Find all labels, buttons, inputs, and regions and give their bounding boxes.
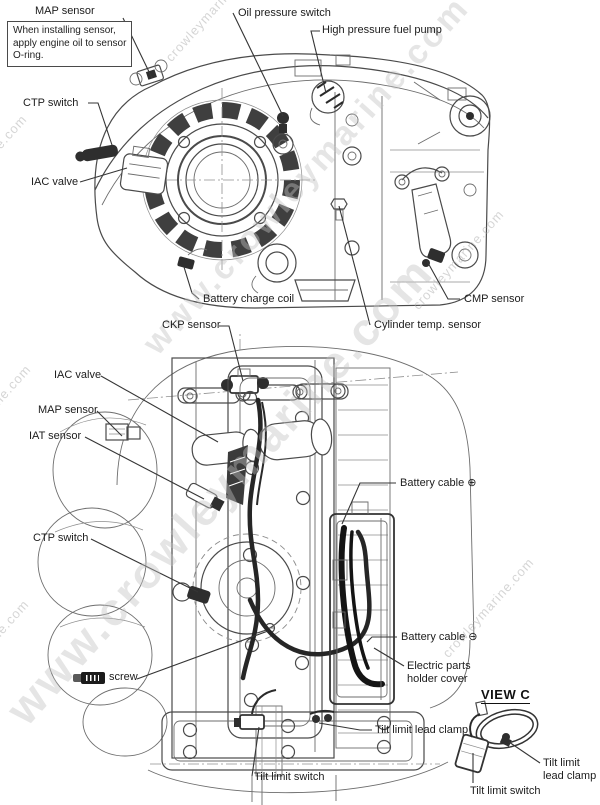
ctp-switch-label-top: CTP switch: [23, 97, 79, 109]
iat-sensor-label: IAT sensor: [29, 430, 82, 442]
tilt-limit-lead-clamp-label: Tilt limit lead clamp: [375, 724, 469, 736]
leader-lines: [79, 12, 541, 783]
screw-label: screw: [109, 671, 138, 683]
tilt-clamp-line: lead clamp: [543, 770, 597, 782]
map-sensor-label-top: MAP sensor: [35, 5, 95, 17]
high-pressure-fuel-pump-label: High pressure fuel pump: [322, 24, 442, 36]
electric-parts-line: Electric parts: [407, 660, 471, 672]
cylinder-temp-sensor-label: Cylinder temp. sensor: [374, 319, 481, 331]
screw-label-group: screw: [73, 671, 138, 684]
tilt-limit-switch-label: Tilt limit switch: [254, 771, 325, 783]
install-note-line: When installing sensor,: [13, 25, 116, 36]
install-note-line: O-ring.: [13, 50, 44, 61]
battery-cable-negative-label: Battery cable ⊖: [401, 631, 478, 643]
iac-valve-label-top: IAC valve: [31, 176, 79, 188]
tilt-limit-switch-label-inset: Tilt limit switch: [470, 785, 541, 797]
install-note: When installing sensor, apply engine oil…: [7, 21, 133, 67]
electric-parts-line: holder cover: [407, 673, 468, 685]
electric-parts-holder-cover-label: Electric parts holder cover: [407, 660, 471, 686]
view-c-inset-drawing: [454, 700, 539, 774]
battery-cable-positive-label: Battery cable ⊕: [400, 477, 477, 489]
ckp-sensor-label: CKP sensor: [162, 319, 221, 331]
engine-side-view-drawing: [37, 332, 475, 805]
install-note-line: apply engine oil to sensor: [13, 37, 127, 49]
view-c-title: VIEW C: [481, 687, 531, 704]
tilt-limit-lead-clamp-label-inset: Tilt limit lead clamp: [543, 757, 596, 783]
map-sensor-label-side: MAP sensor: [38, 404, 98, 416]
tilt-clamp-line: Tilt limit: [543, 757, 580, 769]
ctp-switch-label-side: CTP switch: [33, 532, 89, 544]
oil-pressure-switch-label: Oil pressure switch: [238, 7, 331, 19]
iac-valve-label-side: IAC valve: [54, 369, 102, 381]
cmp-sensor-label: CMP sensor: [464, 293, 525, 305]
screwdriver-icon: [73, 671, 105, 684]
battery-charge-coil-label: Battery charge coil: [203, 293, 295, 305]
engine-top-view-drawing: [75, 53, 491, 309]
